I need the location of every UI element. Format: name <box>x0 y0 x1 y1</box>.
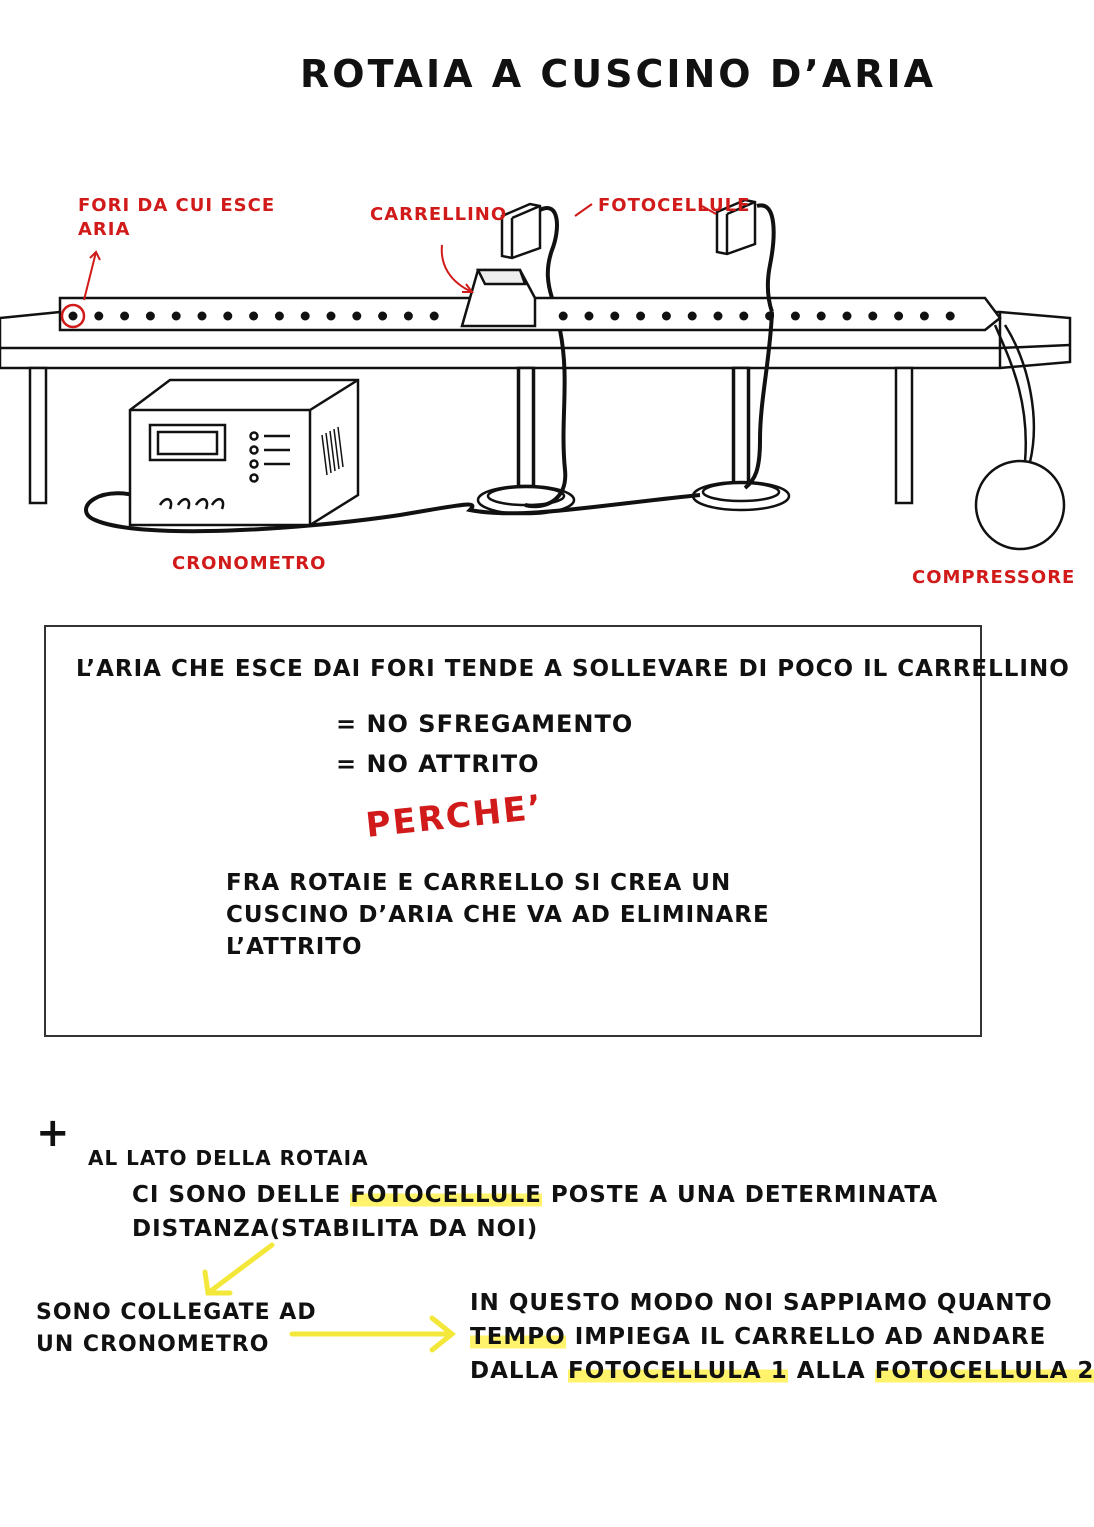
rail-hole <box>842 311 852 321</box>
rail-hole <box>171 311 181 321</box>
label-compressore: COMPRESSORE <box>912 567 1076 588</box>
rail-hole <box>636 311 646 321</box>
highlighted-hole-circle <box>60 303 86 329</box>
box-expl1: FRA ROTAIE E CARRELLO SI CREA UN <box>226 870 732 896</box>
label-fori-line1: FORI DA CUI ESCE <box>78 195 276 216</box>
note-r3: DALLA FOTOCELLULA 1 ALLA FOTOCELLULA 2 <box>470 1358 1094 1384</box>
stopwatch <box>128 378 360 527</box>
rail-hole <box>816 311 826 321</box>
rail-hole <box>713 311 723 321</box>
yellow-arrows <box>202 1242 457 1353</box>
plus-sign: + <box>36 1110 70 1156</box>
note-line2: DISTANZA(STABILITA DA NOI) <box>132 1216 539 1242</box>
page-title: ROTAIA A CUSCINO D’ARIA <box>300 52 937 96</box>
photocell-1 <box>500 202 559 299</box>
box-expl2: CUSCINO D’ARIA CHE VA AD ELIMINARE <box>226 902 770 928</box>
explanation-box <box>44 625 982 1037</box>
label-fotocellule: FOTOCELLULE <box>598 195 751 216</box>
note-line1: CI SONO DELLE FOTOCELLULE POSTE A UNA DE… <box>132 1182 939 1208</box>
stands <box>476 366 791 516</box>
box-eq2: = NO ATTRITO <box>336 750 540 778</box>
note-conn1: SONO COLLEGATE AD <box>36 1300 317 1325</box>
rail-hole <box>919 311 929 321</box>
rail-hole <box>249 311 259 321</box>
rail-hole <box>300 311 310 321</box>
rail-hole <box>868 311 878 321</box>
note-r1: IN QUESTO MODO NOI SAPPIAMO QUANTO <box>470 1290 1053 1316</box>
rail-hole <box>945 311 955 321</box>
cables <box>84 311 774 534</box>
note-side: AL LATO DELLA ROTAIA <box>88 1146 369 1170</box>
box-expl3: L’ATTRITO <box>226 934 363 960</box>
rail-hole <box>274 311 284 321</box>
highlight-tempo: TEMPO <box>470 1324 566 1350</box>
label-arrows <box>83 203 717 301</box>
rail-hole <box>197 311 207 321</box>
rail-hole <box>145 311 155 321</box>
rail-hole <box>403 311 413 321</box>
compressor <box>974 324 1066 551</box>
highlight-fotocellula-2: FOTOCELLULA 2 <box>874 1358 1094 1384</box>
highlight-fotocellule: FOTOCELLULE <box>350 1182 542 1208</box>
rail-hole <box>120 311 130 321</box>
rail-hole <box>584 311 594 321</box>
rail-hole <box>790 311 800 321</box>
highlight-fotocellula-1: FOTOCELLULA 1 <box>568 1358 788 1384</box>
photocell-2 <box>715 198 776 313</box>
label-cronometro: CRONOMETRO <box>172 553 327 574</box>
rail-hole <box>894 311 904 321</box>
label-carrellino: CARRELLINO <box>370 204 508 225</box>
rail-hole <box>610 311 620 321</box>
rail-hole <box>378 311 388 321</box>
rail-hole <box>661 311 671 321</box>
rail-holes <box>68 311 955 321</box>
label-fori-line2: ARIA <box>78 219 131 240</box>
cart <box>460 268 537 328</box>
rail-hole <box>687 311 697 321</box>
rail-hole <box>429 311 439 321</box>
rail-hole <box>739 311 749 321</box>
note-r2: TEMPO IMPIEGA IL CARRELLO AD ANDARE <box>470 1324 1047 1350</box>
rail-hole <box>94 311 104 321</box>
box-eq1: = NO SFREGAMENTO <box>336 710 634 738</box>
rail-hole <box>558 311 568 321</box>
note-conn2: UN CRONOMETRO <box>36 1332 270 1357</box>
rail-hole <box>352 311 362 321</box>
rail-hole <box>326 311 336 321</box>
rail-hole <box>223 311 233 321</box>
box-line1: L’ARIA CHE ESCE DAI FORI TENDE A SOLLEVA… <box>76 656 1070 682</box>
rail-hole <box>68 311 78 321</box>
